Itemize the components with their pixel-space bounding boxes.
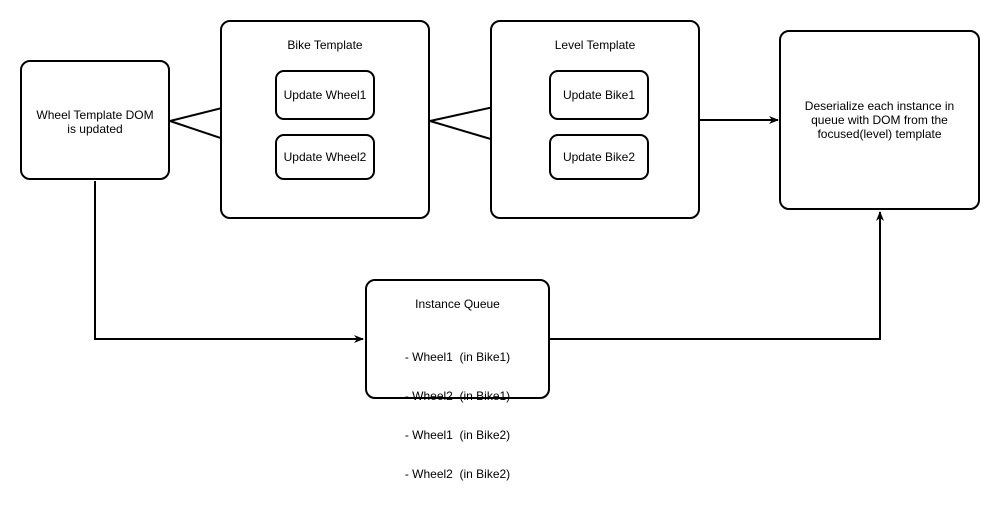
update-wheel2-node: Update Wheel2: [275, 134, 375, 180]
update-bike1-node: Update Bike1: [549, 70, 649, 120]
update-bike2-label: Update Bike2: [562, 150, 636, 164]
connector-layer: [94, 93, 884, 343]
queue-item: - Wheel1 (in Bike2): [404, 428, 511, 442]
wheel-template-dom-label-line2: is updated: [67, 122, 123, 136]
deserialize-label-line1: Deserialize each instance in: [804, 99, 955, 113]
update-wheel1-node: Update Wheel1: [275, 70, 375, 120]
instance-queue-node: Instance Queue - Wheel1 (in Bike1) - Whe…: [365, 279, 550, 481]
update-bike1-label: Update Bike1: [562, 88, 636, 102]
arrow-instance-queue-to-deserialize: [550, 211, 884, 340]
queue-item: - Wheel1 (in Bike1): [404, 350, 511, 364]
arrow-wheel-dom-to-instance-queue: [94, 181, 364, 343]
instance-queue-title: Instance Queue: [415, 297, 500, 311]
wheel-template-dom-node: Wheel Template DOM is updated: [20, 60, 170, 180]
deserialize-node: Deserialize each instance in queue with …: [779, 30, 980, 210]
update-wheel1-label: Update Wheel1: [283, 88, 367, 102]
update-wheel2-label: Update Wheel2: [283, 150, 367, 164]
instance-queue-list: - Wheel1 (in Bike1) - Wheel2 (in Bike1) …: [367, 325, 548, 507]
bike-template-title: Bike Template: [287, 38, 363, 52]
queue-item: - Wheel2 (in Bike2): [404, 467, 511, 481]
deserialize-label-line3: focused(level) template: [817, 127, 942, 141]
level-template-title: Level Template: [554, 38, 636, 52]
update-bike2-node: Update Bike2: [549, 134, 649, 180]
wheel-template-dom-label-line1: Wheel Template DOM: [36, 108, 154, 122]
deserialize-label-line2: queue with DOM from the: [811, 113, 948, 127]
queue-item: - Wheel2 (in Bike1): [404, 389, 511, 403]
